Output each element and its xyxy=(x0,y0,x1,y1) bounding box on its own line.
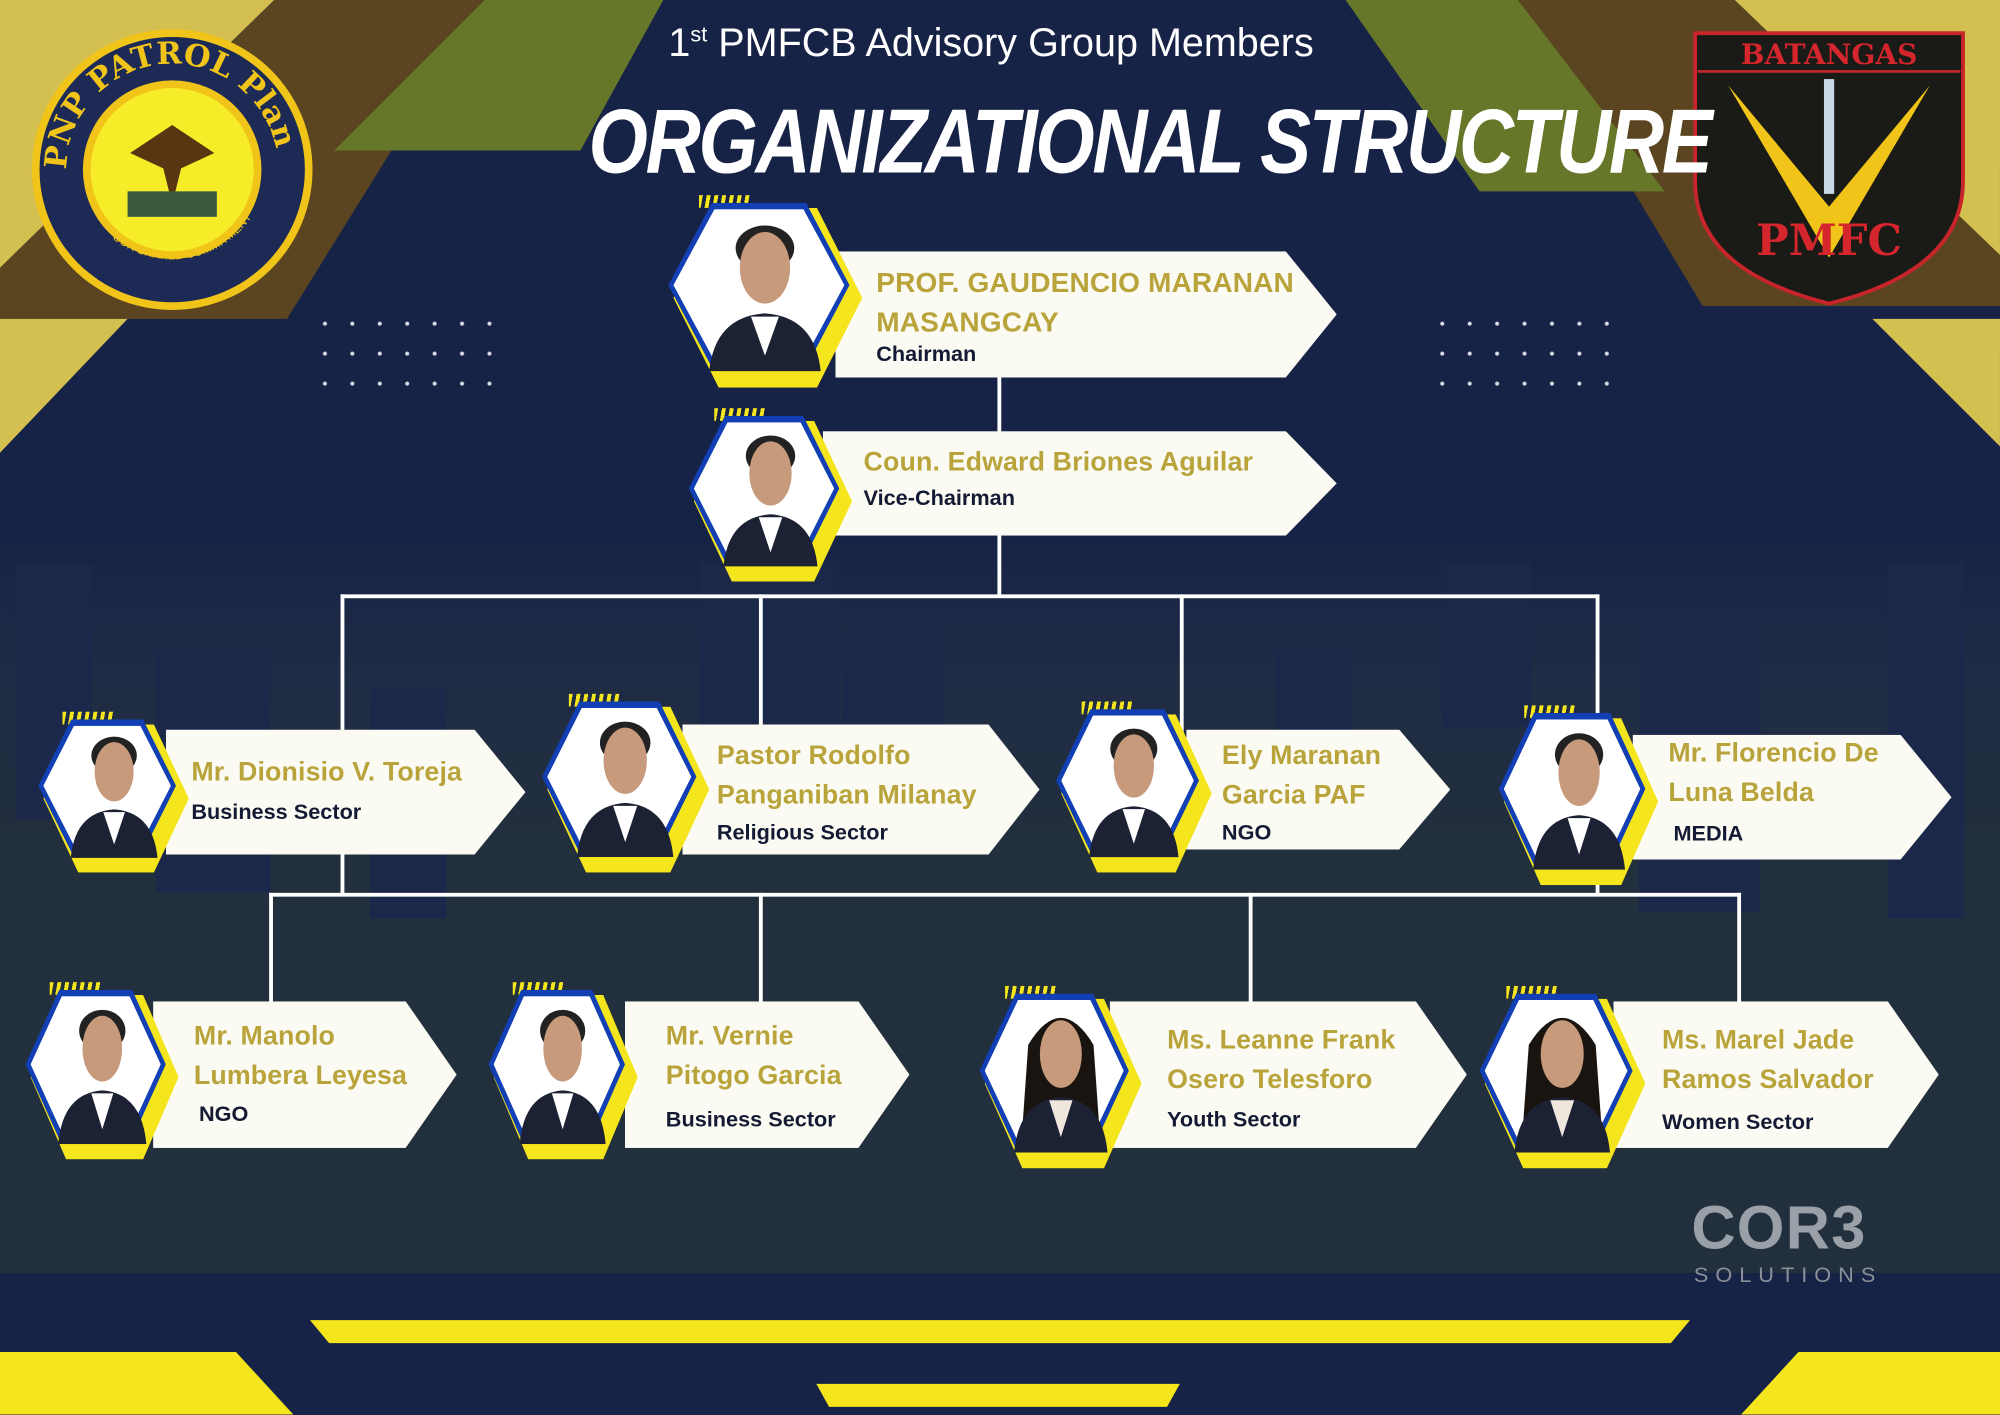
portrait-icon xyxy=(709,225,822,372)
member-role: Vice-Chairman xyxy=(863,485,1015,511)
svg-text:BATANGAS: BATANGAS xyxy=(1741,38,1918,71)
portrait-icon xyxy=(1013,1018,1108,1153)
member-name: Ms. Marel Jade xyxy=(1661,1025,1855,1055)
member-name: Mr. Manolo xyxy=(193,1021,336,1052)
member-role: Women Sector xyxy=(1661,1109,1814,1134)
member-name-line2: Garcia PAF xyxy=(1221,780,1366,810)
name-plate xyxy=(835,251,1336,377)
member-photo xyxy=(25,982,179,1160)
portrait-icon xyxy=(1532,733,1625,870)
name-plate xyxy=(682,724,1039,854)
member-name-line2: Panganiban Milanay xyxy=(716,780,977,810)
portrait-icon xyxy=(57,1009,147,1145)
member-role: Youth Sector xyxy=(1167,1107,1301,1132)
name-plate xyxy=(1633,735,1952,860)
member-role: Business Sector xyxy=(665,1107,836,1132)
member-name: Ely Maranan xyxy=(1221,741,1382,771)
member-name: PROF. GAUDENCIO MARANAN xyxy=(876,266,1294,299)
portrait-icon xyxy=(577,721,674,858)
page-title: ORGANIZATIONAL STRUCTURE xyxy=(588,90,1713,193)
svg-text:PMFC: PMFC xyxy=(1756,215,1902,266)
portrait-icon xyxy=(70,736,157,859)
member-name-line2: Lumbera Leyesa xyxy=(193,1061,408,1091)
member-photo xyxy=(688,408,853,582)
name-plate xyxy=(1186,730,1450,850)
member-role: Religious Sector xyxy=(716,820,888,845)
member-name-line2: Pitogo Garcia xyxy=(665,1061,842,1091)
member-role: Business Sector xyxy=(191,799,362,824)
member-photo xyxy=(1498,705,1659,886)
name-plate xyxy=(823,431,1337,536)
member-role: MEDIA xyxy=(1673,821,1744,846)
portrait-icon xyxy=(1514,1018,1611,1153)
member-photo xyxy=(1479,985,1646,1169)
member-name: Mr. Vernie xyxy=(665,1021,794,1052)
member-photo xyxy=(488,982,638,1160)
batangas-pmfc-logo: BATANGAS PMFC xyxy=(1690,28,1968,306)
member-name: Ms. Leanne Frank xyxy=(1167,1025,1396,1055)
dot-grid-decoration xyxy=(311,308,511,406)
member-role: Chairman xyxy=(876,341,977,367)
member-photo xyxy=(979,985,1142,1169)
member-photo xyxy=(38,711,189,873)
name-plate xyxy=(166,730,526,855)
cor3-logo: COR3 xyxy=(1691,1195,1867,1263)
name-plate xyxy=(1110,1001,1467,1148)
member-name-line2: Luna Belda xyxy=(1668,778,1815,808)
member-name: Mr. Dionisio V. Toreja xyxy=(191,757,463,787)
member-photo xyxy=(1056,701,1212,873)
member-name: Coun. Edward Briones Aguilar xyxy=(863,447,1254,478)
pnp-patrol-plan-logo: PNP PATROL Plan 2030 OUR SHARED COMMITME… xyxy=(17,0,316,314)
name-plate xyxy=(625,1001,909,1148)
member-role: NGO xyxy=(1221,820,1272,845)
member-name-line2: Osero Telesforo xyxy=(1167,1065,1373,1095)
member-photo xyxy=(668,195,863,388)
portrait-icon xyxy=(520,1009,607,1145)
portrait-icon xyxy=(1089,728,1179,858)
member-role: NGO xyxy=(198,1102,249,1127)
member-name-line2: Ramos Salvador xyxy=(1661,1065,1874,1095)
portrait-icon xyxy=(723,435,818,567)
name-plate xyxy=(1614,1001,1939,1148)
dot-grid-decoration xyxy=(1428,308,1628,406)
member-photo xyxy=(542,693,710,873)
name-plate xyxy=(153,1001,457,1148)
member-name: Pastor Rodolfo xyxy=(716,741,911,771)
subtitle: 1st PMFCB Advisory Group Members xyxy=(668,20,1314,66)
member-name-line2: MASANGCAY xyxy=(876,306,1059,339)
member-name: Mr. Florencio De xyxy=(1668,738,1879,768)
cor3-tagline: SOLUTIONS xyxy=(1693,1262,1883,1287)
